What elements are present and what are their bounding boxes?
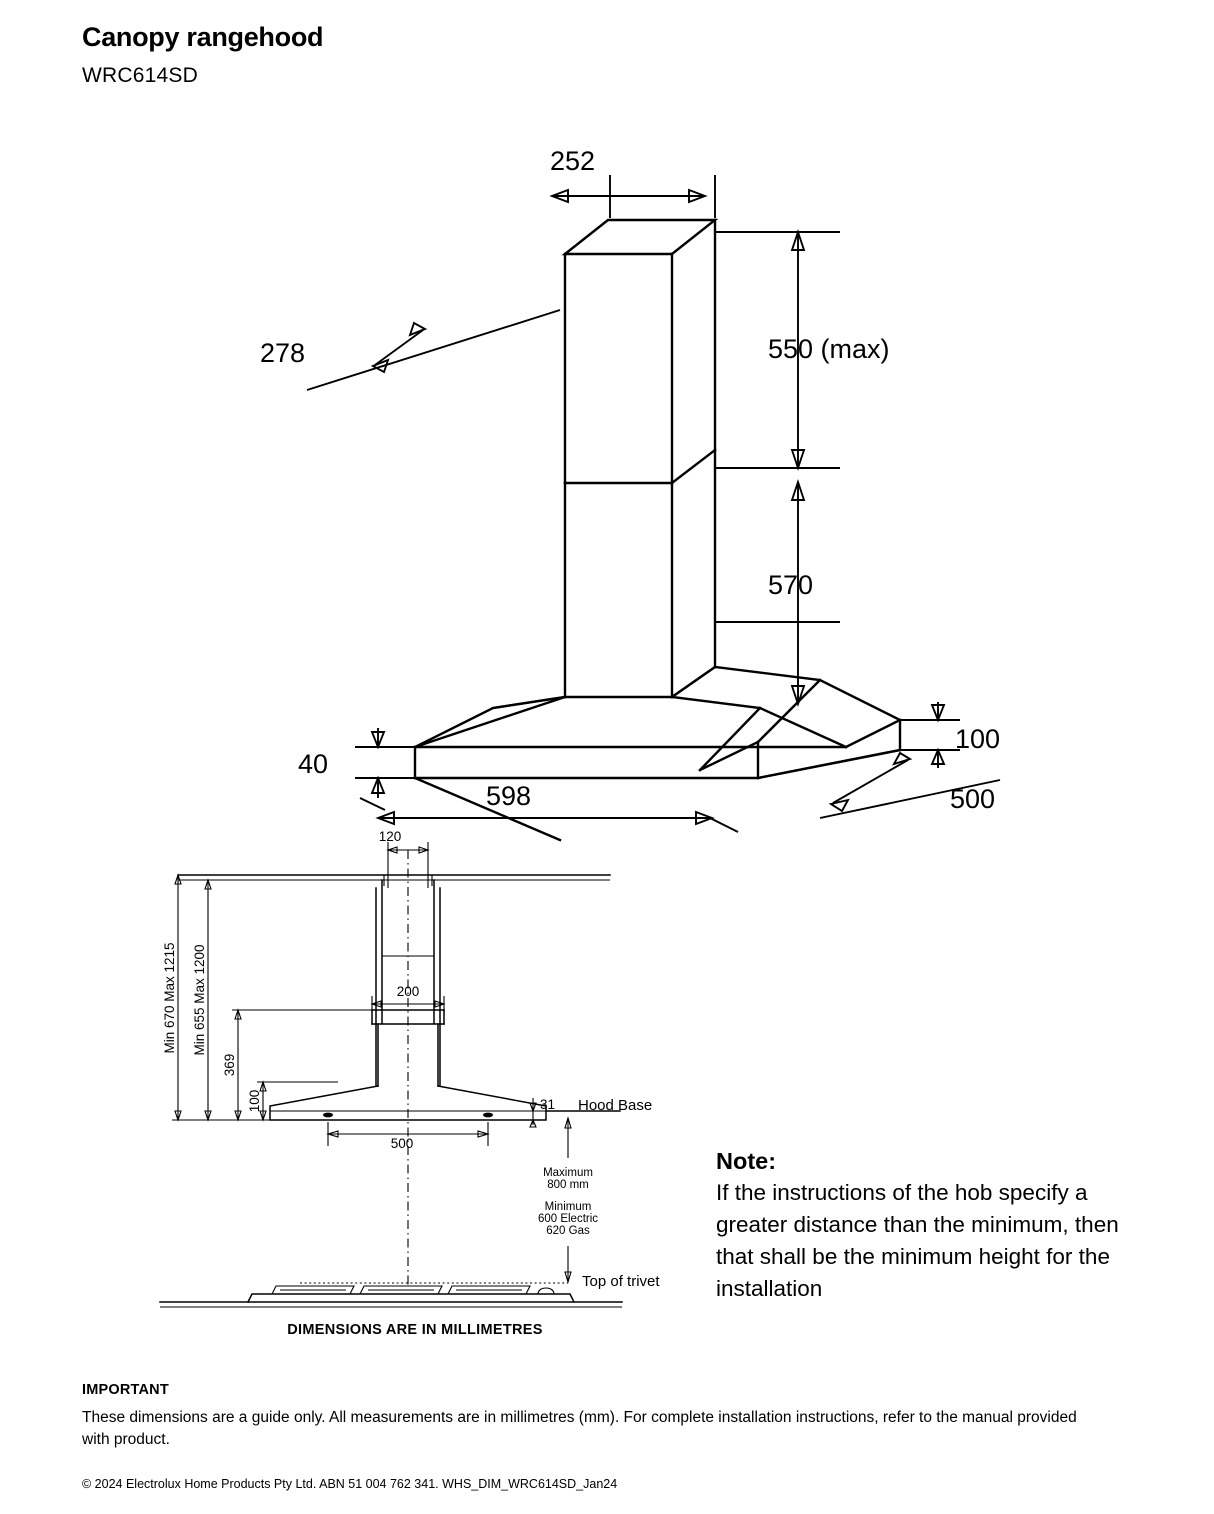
dim-label-550: 550 (max) [768,334,890,364]
canopy-elevation [269,1085,547,1121]
model-number: WRC614SD [82,64,198,88]
label-maximum-line2: 800 mm [547,1179,589,1191]
dim-100: 100 [900,702,1000,768]
elevation-drawing-svg: 120 [159,829,660,1308]
dim-label-369: 369 [222,1054,237,1077]
important-heading: IMPORTANT [82,1382,169,1398]
dim-500: 500 [819,751,1001,819]
dim-500-ortho: 500 [326,1122,490,1151]
dim-570: 570 [715,478,840,708]
note-body: If the instructions of the hob specify a… [716,1180,1119,1301]
dim-369: 369 [222,1008,372,1122]
dim-100-ortho: 100 [247,1080,338,1122]
page-title: Canopy rangehood [82,22,324,52]
dim-label-500: 500 [950,784,995,814]
dim-278: 278 [260,309,561,391]
clearance-group: Maximum 800 mm Minimum 600 Electric 620 … [538,1116,660,1290]
mount-point-right [483,1112,493,1118]
dim-40: 40 [298,728,420,798]
cooktop-elevation [159,1282,623,1308]
label-minimum-line3: 620 Gas [546,1225,590,1237]
dim-label-278: 278 [260,338,305,368]
dim-200: 200 [370,984,446,1012]
label-maximum-line1: Maximum [543,1167,593,1179]
dim-label-200: 200 [397,984,420,999]
copyright-notice: © 2024 Electrolux Home Products Pty Ltd.… [82,1477,618,1491]
label-hood-base: Hood Base [578,1097,652,1114]
label-top-of-trivet: Top of trivet [582,1273,660,1290]
dim-label-min670-max1215: Min 670 Max 1215 [162,942,177,1053]
drawing-caption: DIMENSIONS ARE IN MILLIMETRES [287,1322,543,1338]
dim-598: 598 [359,781,739,833]
isometric-drawing-svg: 278 252 550 (max) 570 [260,146,1001,842]
dim-label-100: 100 [955,724,1000,754]
chimney-geometry [561,218,719,699]
chimney-elevation [177,874,611,1087]
label-minimum-line1: Minimum [545,1201,592,1213]
elevation-drawing: 120 [150,828,710,1328]
dim-252: 252 [549,146,716,218]
dim-120: 120 [379,829,430,888]
dim-label-598: 598 [486,781,531,811]
dim-label-40: 40 [298,749,328,779]
dim-label-min655-max1200: Min 655 Max 1200 [192,944,207,1055]
dim-min670-max1215: Min 670 Max 1215 [162,873,270,1122]
dim-550: 550 (max) [715,228,890,472]
label-minimum-line2: 600 Electric [538,1213,598,1225]
document-header: Canopy rangehood WRC614SD [82,22,982,88]
note-heading: Note: [716,1148,777,1174]
dim-label-31: 31 [540,1097,555,1112]
hood-base-group: 31 Hood Base [529,1097,652,1128]
canopy-geometry [413,665,902,842]
document-footer: IMPORTANT These dimensions are a guide o… [82,1382,1082,1491]
dim-label-570: 570 [768,570,813,600]
mount-point-left [323,1112,333,1118]
dim-label-252: 252 [550,146,595,176]
important-body: These dimensions are a guide only. All m… [82,1409,1077,1448]
note-block: Note: If the instructions of the hob spe… [716,1148,1156,1305]
dim-label-120: 120 [379,829,402,844]
dim-label-500-ortho: 500 [391,1136,414,1151]
dim-label-100-ortho: 100 [247,1090,262,1113]
dim-min655-max1200: Min 655 Max 1200 [192,878,212,1122]
isometric-drawing: 278 252 550 (max) 570 [260,146,1050,842]
